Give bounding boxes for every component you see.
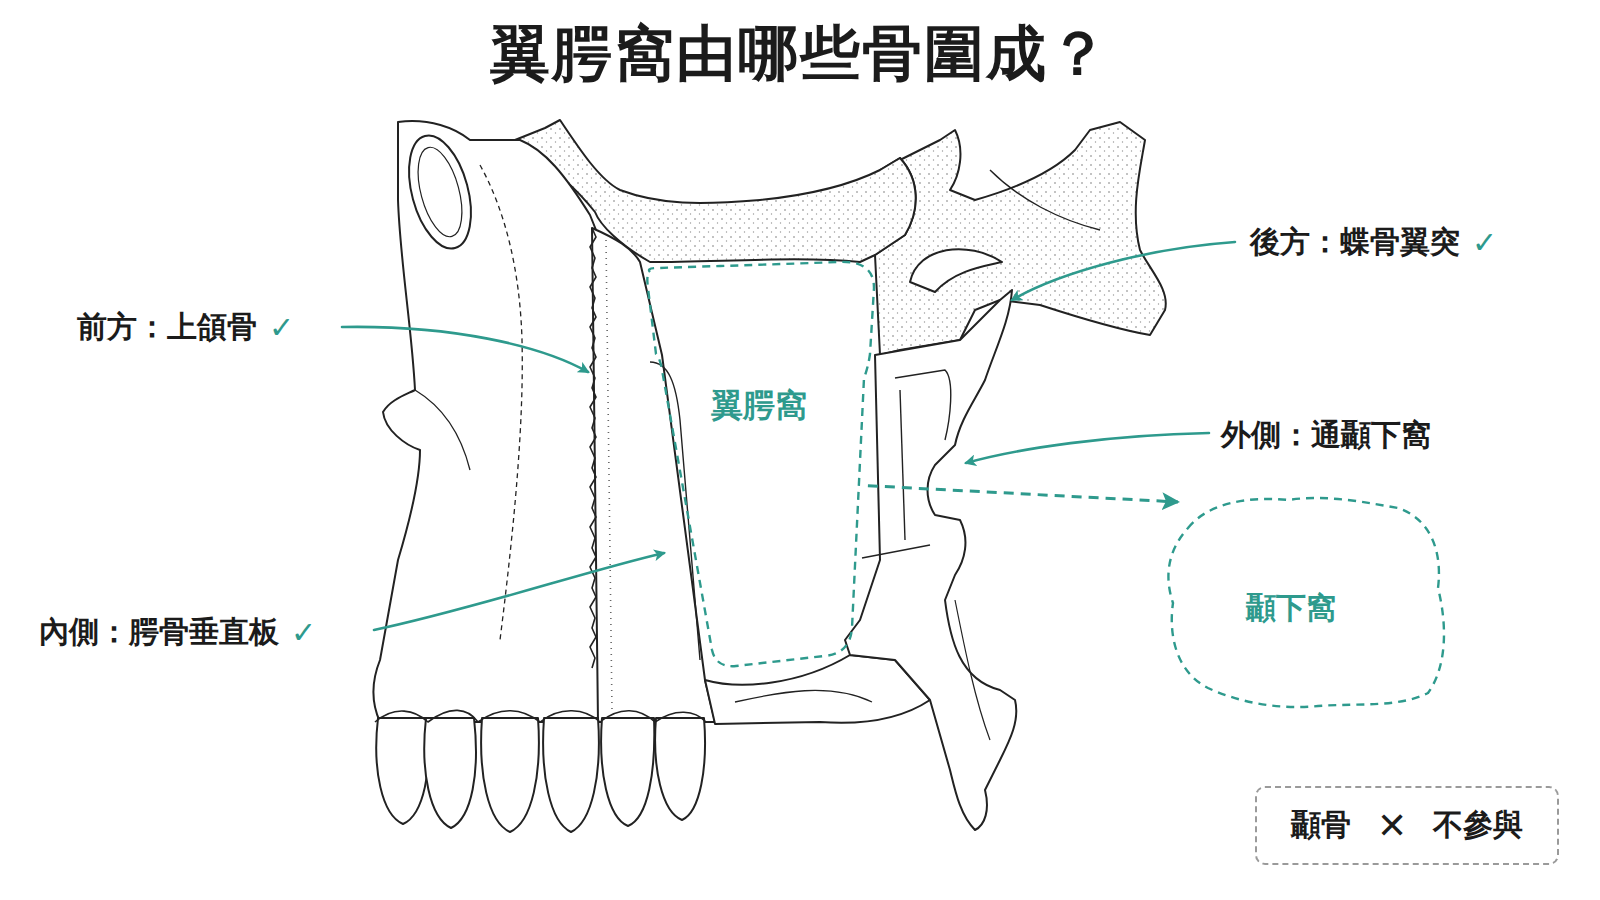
check-mark: ✓	[1472, 225, 1497, 260]
bone-line	[862, 545, 930, 558]
bone-line	[875, 122, 1166, 355]
region-name: 翼腭窩	[638, 384, 880, 428]
bone-line	[481, 718, 539, 832]
fossa-region: 翼腭窩	[638, 258, 880, 672]
direction-label: 後方：蝶骨翼突	[1250, 222, 1460, 263]
bone-line	[900, 390, 905, 540]
orbit-outline	[398, 129, 482, 256]
bone-line	[990, 170, 1100, 230]
bone-line	[376, 718, 429, 824]
bone-line	[543, 718, 599, 832]
bone-line	[424, 718, 476, 828]
note-text: 顳骨	[1291, 805, 1351, 846]
illustration-part	[342, 242, 1235, 630]
bone-line	[895, 370, 951, 440]
leader-arrow	[966, 433, 1209, 463]
bone-line	[910, 249, 1002, 292]
connector-arrow	[868, 486, 1178, 502]
bone-line	[650, 362, 700, 660]
bone-line	[415, 390, 470, 470]
bone-line	[590, 228, 596, 668]
check-mark: ✓	[269, 310, 294, 345]
bone-line	[480, 165, 522, 640]
bone-line	[375, 710, 706, 722]
direction-label: 前方：上頜骨	[77, 307, 257, 348]
note-box: 顳骨 ✕ 不參與	[1255, 786, 1559, 865]
leader-arrow	[342, 327, 588, 372]
bone-line	[592, 228, 715, 722]
note-text: 不參與	[1433, 805, 1523, 846]
bone-line	[373, 121, 600, 722]
leader-arrow	[374, 553, 664, 630]
direction-label: 外側：通顳下窩	[1221, 415, 1431, 456]
region-outline	[638, 258, 880, 672]
dashed-outline	[647, 262, 874, 666]
cross-mark: ✕	[1377, 805, 1407, 846]
bone-line	[955, 600, 990, 740]
title: 翼腭窩由哪些骨圍成？	[0, 14, 1600, 95]
check-mark: ✓	[291, 615, 316, 650]
direction-label: 內側：腭骨垂直板	[39, 612, 279, 653]
bone-line	[845, 290, 1016, 830]
region-name: 顳下窩	[1144, 588, 1438, 629]
bone-line	[735, 690, 872, 702]
bone-line	[606, 240, 612, 710]
bone-line	[655, 718, 705, 820]
orbit-outline	[410, 143, 471, 242]
bone-line	[601, 718, 654, 826]
leader-arrow	[1012, 242, 1235, 300]
bone-line	[705, 655, 930, 724]
fossa-region: 顳下窩	[1158, 488, 1452, 712]
illustration-part	[373, 120, 1166, 832]
